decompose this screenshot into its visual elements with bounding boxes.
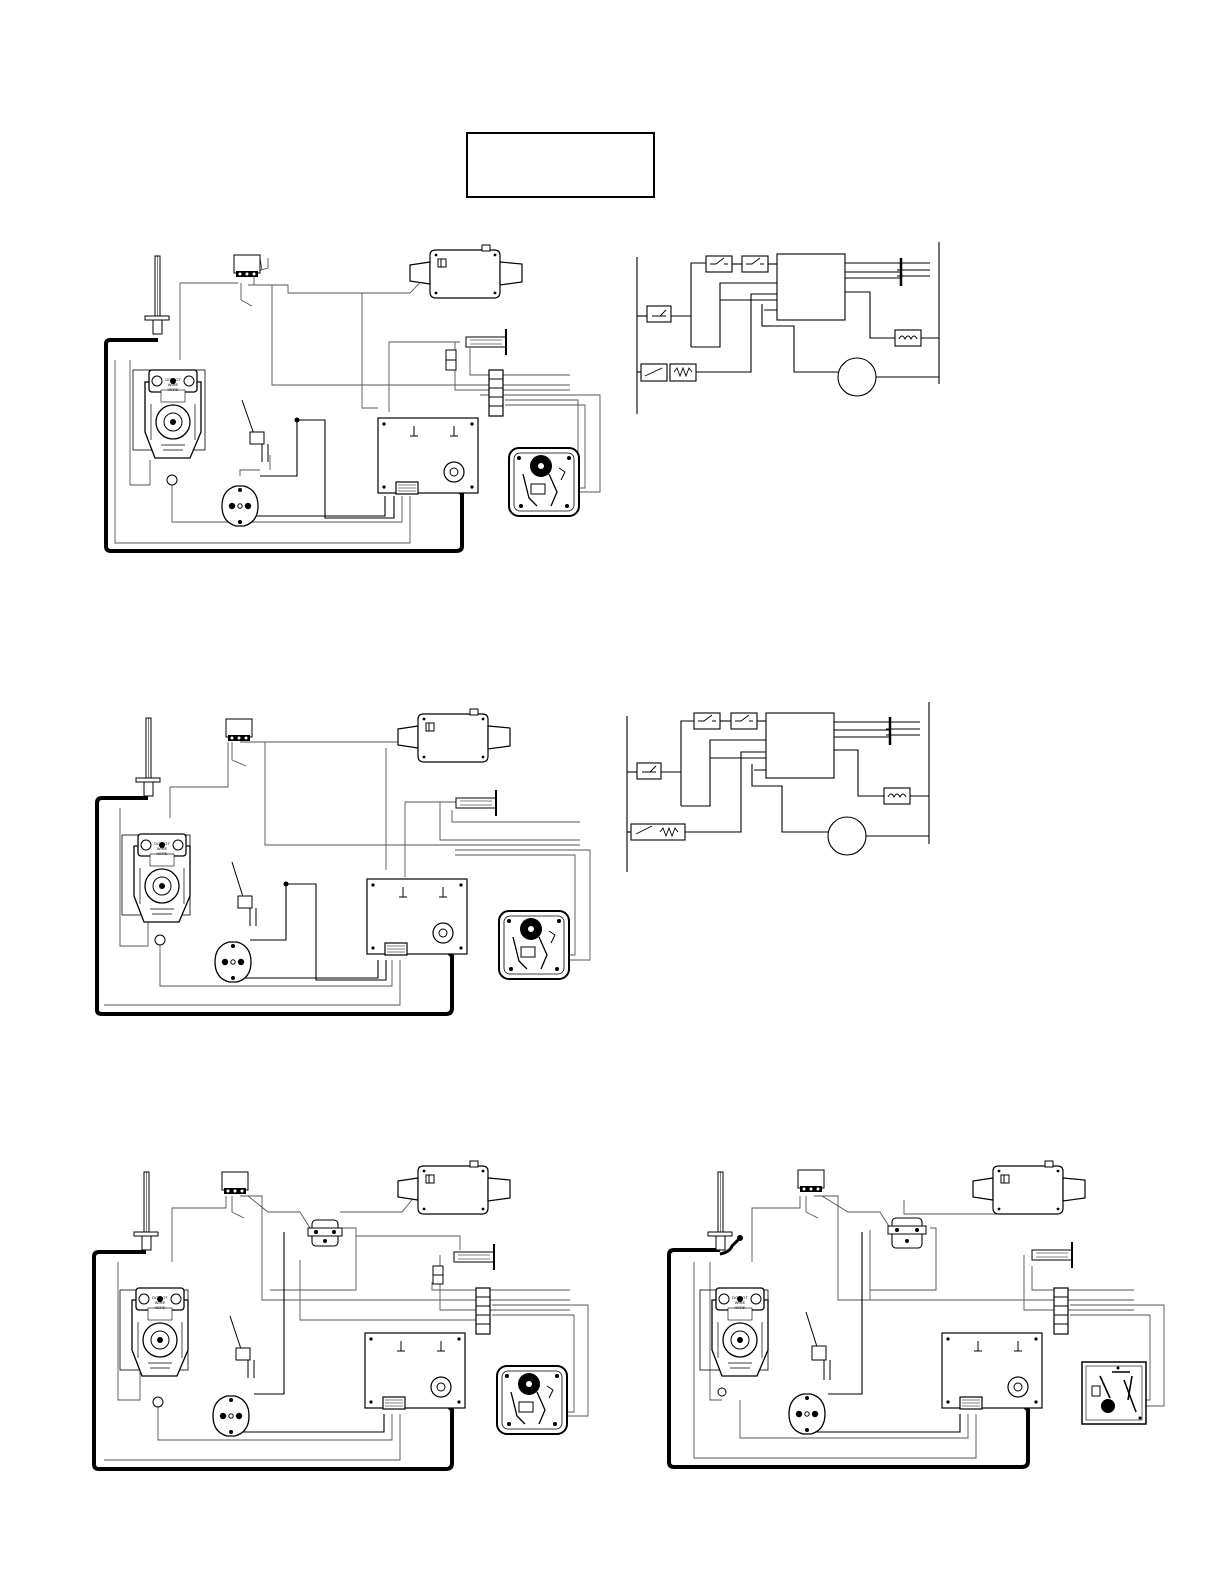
inducer-motor-icon — [397, 1160, 511, 1215]
pressure-switch-icon — [887, 1217, 927, 1249]
thermostat-icon — [498, 910, 570, 980]
limit-switch-icon — [221, 485, 259, 527]
ladder-motor-icon — [837, 357, 877, 397]
gas-valve-icon: DO NOT WIRE HERE — [119, 1287, 189, 1408]
valve-label-line3: HERE — [156, 851, 167, 856]
control-board-icon — [366, 878, 468, 956]
terminal-block-icon — [225, 718, 253, 742]
ladder-switch-3 — [741, 255, 769, 273]
electrode-lead-icon — [719, 1235, 743, 1256]
limit-switch-icon — [212, 1395, 250, 1437]
terminal-strip-icon — [1053, 1287, 1069, 1335]
terminal-block-icon — [797, 1169, 825, 1193]
ladder-coil-icon — [883, 787, 911, 805]
pictorial-diagram-1: DO NOT WIRE HERE — [104, 244, 601, 553]
control-board-icon — [941, 1332, 1043, 1410]
limit-switch-icon — [214, 941, 252, 983]
control-board-icon — [377, 417, 479, 495]
rollout-switch-icon — [231, 861, 257, 926]
inducer-motor-icon — [409, 244, 523, 299]
flame-sensor-icon — [1031, 1241, 1073, 1269]
thermostat-icon — [496, 1365, 568, 1435]
electrode-icon — [133, 1171, 159, 1251]
thermostat-icon — [1081, 1361, 1147, 1425]
flame-sensor-icon — [465, 328, 507, 356]
ladder-switch-2 — [693, 712, 721, 730]
ladder-diagram-1 — [636, 242, 940, 414]
title-box — [466, 132, 655, 198]
rollout-switch-icon — [805, 1311, 831, 1380]
pictorial-diagram-2: DO NOT WIRE HERE — [95, 708, 591, 1016]
electrode-icon — [144, 255, 170, 335]
valve-label-line2: WIRE — [157, 846, 168, 851]
ladder-switch-2 — [705, 255, 733, 273]
ladder-heater — [669, 363, 697, 382]
ladder-switch-1 — [636, 762, 662, 780]
valve-label-line1: DO NOT — [165, 377, 181, 382]
gas-valve-icon: DO NOT WIRE HERE — [132, 369, 206, 486]
terminal-block-icon — [221, 1171, 249, 1195]
gas-valve-icon: DO NOT WIRE HERE — [121, 833, 191, 946]
flame-sensor-icon — [455, 789, 497, 817]
ladder-switch-1 — [646, 305, 672, 323]
ladder-diagram-2 — [626, 702, 930, 872]
pressure-switch-icon — [307, 1219, 343, 1247]
valve-label-line3: HERE — [154, 1305, 165, 1310]
pictorial-diagram-4: DO NOT WIRE HERE — [667, 1160, 1165, 1469]
valve-label-line1: DO NOT — [152, 1295, 168, 1300]
electrode-icon — [707, 1171, 733, 1251]
valve-label-line1: DO NOT — [732, 1295, 748, 1300]
terminal-strip-icon — [488, 369, 504, 417]
ladder-motor-icon — [827, 816, 867, 856]
inducer-motor-icon — [972, 1160, 1086, 1215]
limit-switch-icon — [788, 1393, 826, 1435]
valve-label-line1: DO NOT — [154, 841, 170, 846]
ladder-control-module — [776, 253, 846, 321]
valve-label-line2: WIRE — [168, 382, 179, 387]
valve-label-line3: HERE — [734, 1305, 745, 1310]
inducer-motor-icon — [397, 708, 511, 763]
rollout-switch-icon — [241, 399, 269, 462]
ladder-control-module — [765, 712, 835, 779]
transformer-icon — [445, 349, 457, 371]
gas-valve-icon: DO NOT WIRE HERE — [699, 1287, 769, 1397]
valve-label-line2: WIRE — [735, 1300, 746, 1305]
valve-label-line2: WIRE — [155, 1300, 166, 1305]
ladder-switch-4 — [640, 363, 668, 382]
valve-label-line3: HERE — [167, 387, 178, 392]
ladder-coil-icon — [894, 329, 922, 347]
thermostat-icon — [508, 447, 580, 517]
terminal-strip-icon — [475, 1287, 491, 1335]
terminal-block-icon — [233, 254, 261, 278]
rollout-switch-icon — [229, 1315, 255, 1378]
control-board-icon — [364, 1332, 466, 1410]
transformer-icon — [432, 1265, 444, 1285]
ladder-switch-3 — [730, 712, 758, 730]
pictorial-diagram-3: DO NOT WIRE HERE — [92, 1160, 589, 1471]
electrode-icon — [135, 717, 161, 797]
